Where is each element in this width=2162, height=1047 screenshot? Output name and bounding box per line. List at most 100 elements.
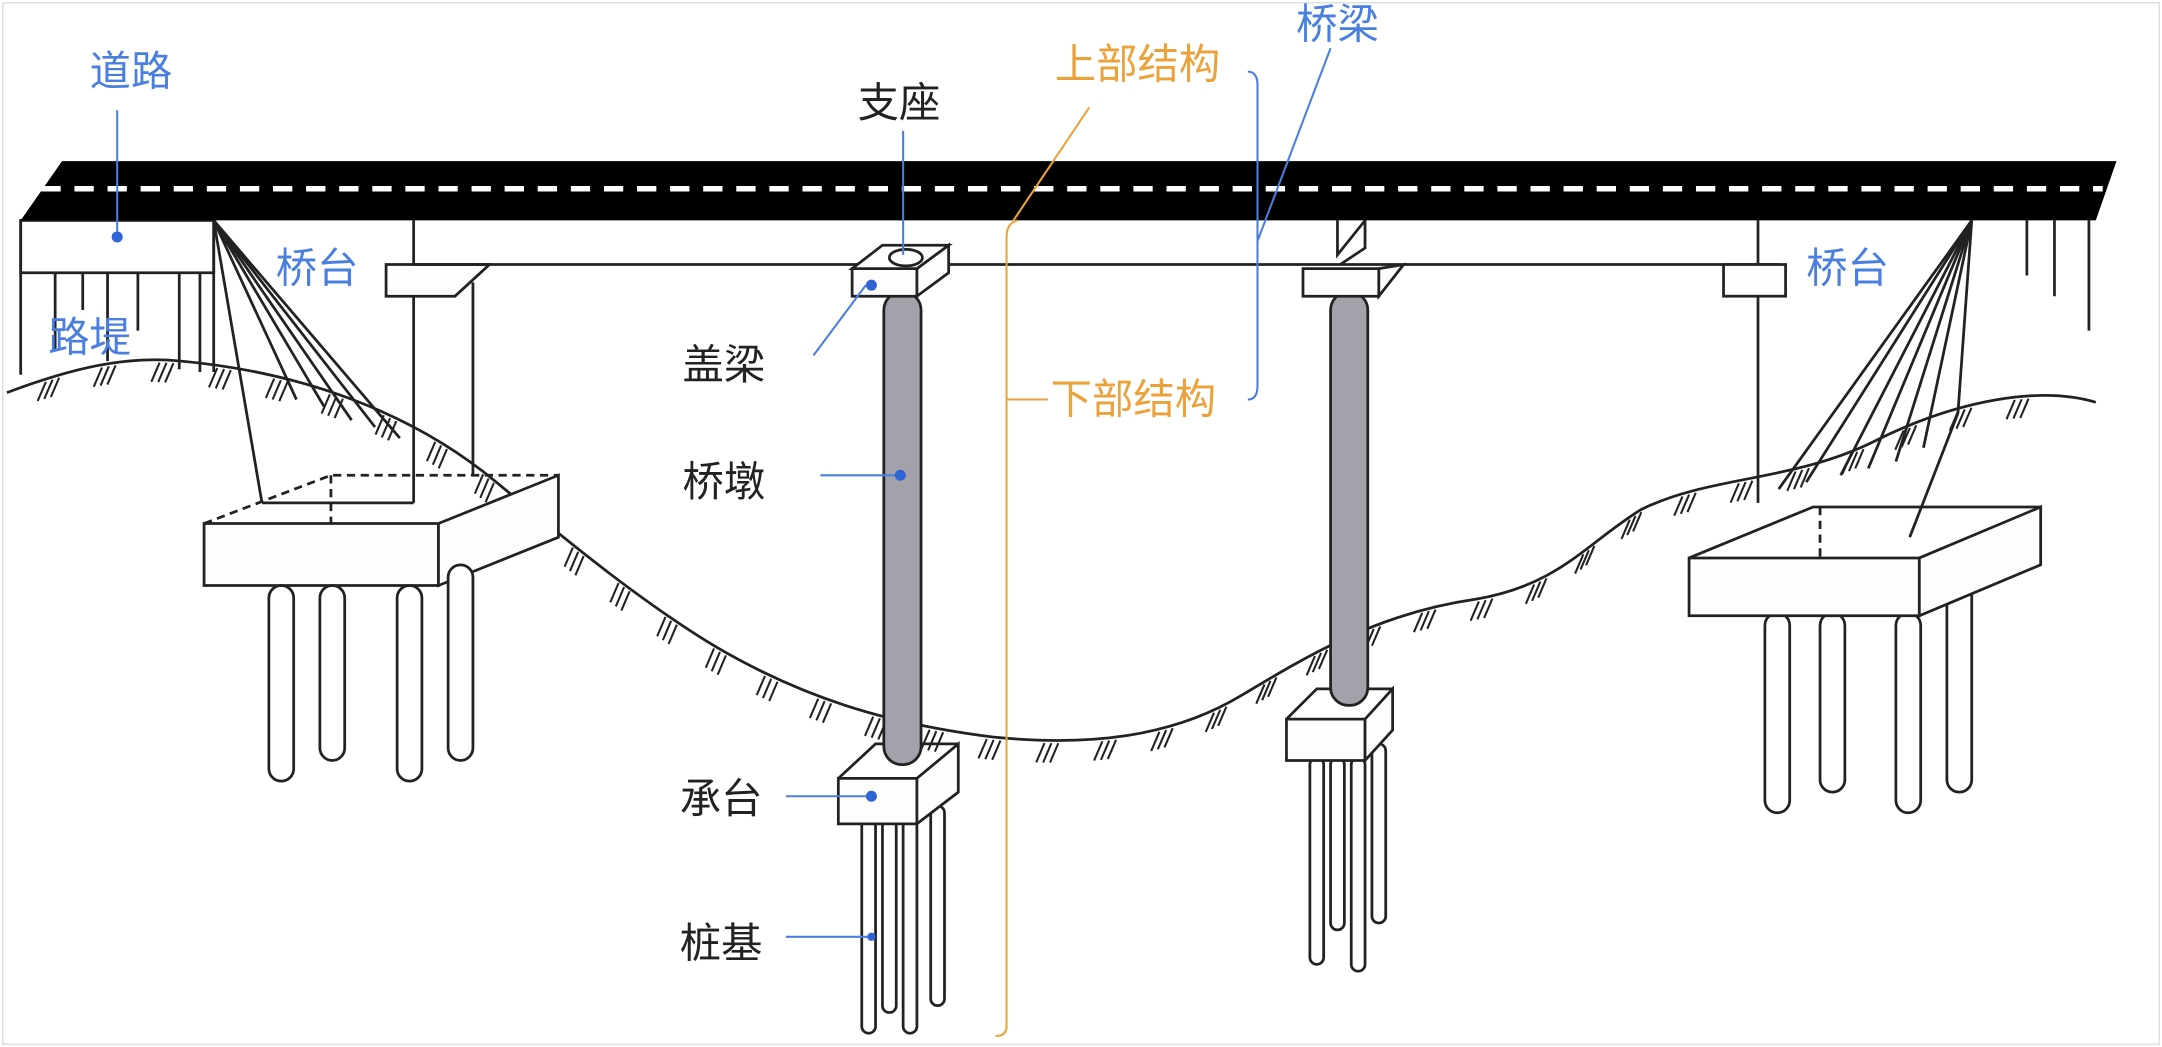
leader-lines — [116, 47, 1332, 938]
hatch-mark — [821, 702, 833, 724]
label-pier: 桥墩 — [683, 458, 766, 506]
leader-dots — [111, 231, 906, 941]
hatch-mark — [1907, 424, 1918, 445]
hatch-mark — [1793, 469, 1804, 490]
hatch-mark — [977, 738, 988, 759]
hatch-mark — [99, 365, 110, 387]
hatch-mark — [49, 377, 61, 398]
hatch-mark — [927, 730, 938, 751]
hatch-mark — [106, 364, 117, 385]
hatch-mark — [1574, 553, 1585, 575]
hatch-mark — [614, 586, 626, 607]
hatch-mark — [431, 445, 443, 466]
hatch-mark — [620, 590, 631, 611]
hatch-mark — [43, 379, 54, 400]
ground-hatching — [36, 362, 2030, 763]
hatch-mark — [278, 381, 289, 402]
hatch-mark — [1317, 649, 1329, 670]
hatch-mark — [1799, 467, 1810, 488]
hatch-mark — [563, 547, 574, 568]
pier-1 — [836, 242, 960, 1035]
hatch-mark — [1955, 409, 1966, 430]
hatch-mark — [1412, 612, 1424, 633]
hatch-mark — [704, 648, 715, 669]
hatch-mark — [437, 448, 448, 469]
label-superstructure: 上部结构 — [1055, 41, 1220, 89]
hatch-mark — [755, 675, 766, 696]
hatch-mark — [1311, 652, 1323, 673]
hatch-mark — [762, 678, 773, 699]
label-bridge: 桥梁 — [1296, 1, 1379, 49]
hatch-mark — [2012, 398, 2023, 419]
hatch-mark — [1469, 601, 1480, 622]
hatch-mark — [1035, 742, 1046, 763]
hatch-mark — [569, 551, 580, 572]
label-bearing: 支座 — [858, 79, 941, 127]
label-cap-beam: 盖梁 — [683, 341, 766, 389]
hatch-mark — [484, 482, 495, 503]
label-substructure: 下部结构 — [1051, 375, 1216, 423]
label-abutment-right: 桥台 — [1806, 244, 1889, 292]
hatch-mark — [870, 717, 881, 739]
hatch-mark — [1305, 655, 1316, 676]
hatch-mark — [1100, 740, 1111, 761]
hatch-mark — [92, 367, 103, 388]
pier-column — [882, 290, 923, 766]
left-abutment-wing — [212, 219, 475, 505]
hatch-mark — [208, 367, 219, 388]
hatch-mark — [320, 393, 331, 414]
hatch-mark — [1847, 451, 1859, 472]
hatch-mark — [609, 582, 620, 603]
hatch-mark — [479, 478, 490, 499]
hatch-mark — [1217, 706, 1228, 727]
hatch-mark — [214, 368, 226, 389]
hatch-mark — [1632, 511, 1643, 532]
hatch-mark — [1370, 626, 1382, 647]
hatch-mark — [1426, 609, 1437, 630]
hatch-mark — [164, 362, 175, 383]
hatch-mark — [1729, 482, 1740, 504]
hatch-mark — [1579, 549, 1590, 570]
hatch-mark — [1626, 515, 1637, 536]
hatch-mark — [150, 362, 161, 383]
hatch-mark — [1854, 448, 1865, 469]
hatch-mark — [815, 700, 826, 721]
hatch-mark — [1531, 581, 1542, 602]
left-abutment-foundation — [202, 473, 560, 783]
hatch-mark — [1736, 481, 1747, 502]
hatch-mark — [157, 362, 168, 383]
hatch-mark — [1524, 584, 1536, 605]
hatch-mark — [380, 417, 392, 438]
hatch-mark — [1686, 492, 1697, 513]
hatch-mark — [716, 654, 727, 676]
hatch-mark — [2019, 398, 2030, 419]
label-embankment: 路堤 — [48, 313, 131, 361]
hatch-mark — [1106, 739, 1118, 760]
hatch-mark — [1093, 740, 1104, 761]
hatch-mark — [656, 616, 667, 637]
hatch-mark — [1204, 712, 1215, 733]
hatch-mark — [1483, 598, 1494, 619]
hatch-mark — [667, 624, 678, 645]
hatch-mark — [1900, 427, 1911, 448]
hatch-mark — [1267, 677, 1278, 698]
hatch-mark — [984, 739, 995, 760]
hatch-mark — [425, 441, 437, 462]
hatch-mark — [864, 716, 875, 737]
hatch-mark — [920, 729, 931, 750]
hatch-mark — [1537, 577, 1548, 599]
hatch-mark — [768, 681, 779, 702]
orange-bracket — [995, 106, 1091, 1038]
hatch-mark — [1150, 731, 1161, 752]
hatch-mark — [271, 379, 282, 400]
hatch-mark — [1049, 742, 1060, 763]
hatch-mark — [661, 620, 673, 641]
hatch-mark — [327, 396, 338, 417]
hatch-mark — [2005, 399, 2016, 420]
hatch-mark — [808, 698, 820, 719]
hatch-mark — [1156, 729, 1168, 750]
hatch-mark — [1673, 496, 1684, 517]
hatch-mark — [1255, 684, 1266, 705]
hatch-mark — [221, 369, 232, 390]
